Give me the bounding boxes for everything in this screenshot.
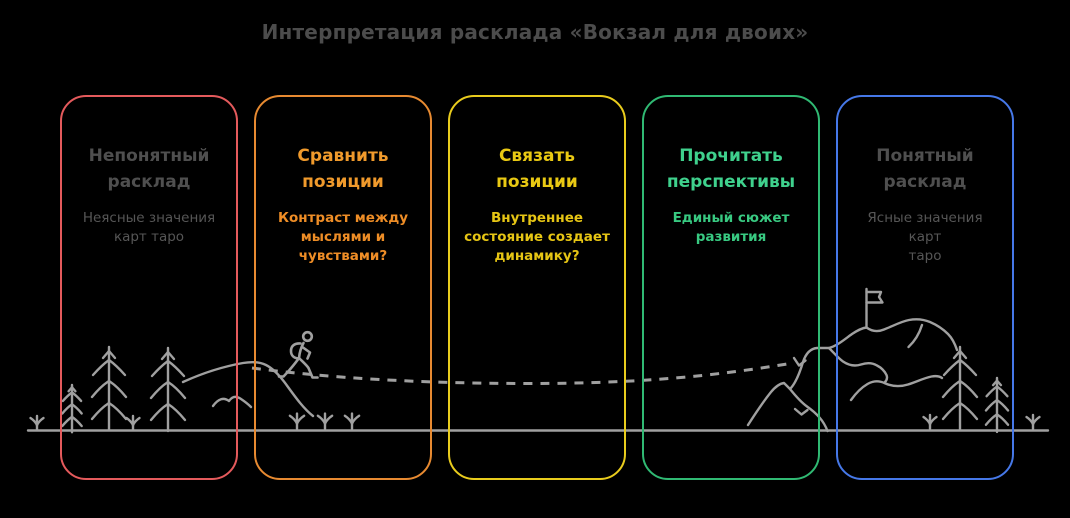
card-subtitle: Неясные значения карт таро [82,210,216,245]
card-title: Непонятный расклад [88,146,210,192]
dashed-path [252,363,793,384]
hiker-figure [279,332,318,377]
card-link-positions: Связать позиции Внутреннее состояние соз… [448,95,626,480]
card-title: Прочитать перспективы [666,146,796,192]
page-title: Интерпретация расклада «Вокзал для двоих… [261,20,809,44]
card-compare-positions: Сравнить позиции Контраст между мыслями … [254,95,432,480]
card-subtitle: Внутреннее состояние создает динамику? [464,210,610,264]
card-clear-spread: Понятный расклад Ясные значения карт тар… [836,95,1014,480]
card-title: Понятный расклад [876,146,974,192]
sprout-icon [29,414,45,432]
card-title: Связать позиции [496,146,578,192]
card-unclear-spread: Непонятный расклад Неясные значения карт… [60,95,238,480]
left-hill [183,362,313,416]
card-subtitle: Единый сюжет развития [672,210,790,245]
sprout-icon [1025,413,1041,431]
card-subtitle: Контраст между мыслями и чувствами? [277,210,409,264]
card-read-prospects: Прочитать перспективы Единый сюжет разви… [642,95,820,480]
mountain-ridges [748,319,957,431]
card-title: Сравнить позиции [297,146,389,192]
summit-flag-icon [867,289,883,328]
card-subtitle: Ясные значения карт таро [867,210,983,264]
